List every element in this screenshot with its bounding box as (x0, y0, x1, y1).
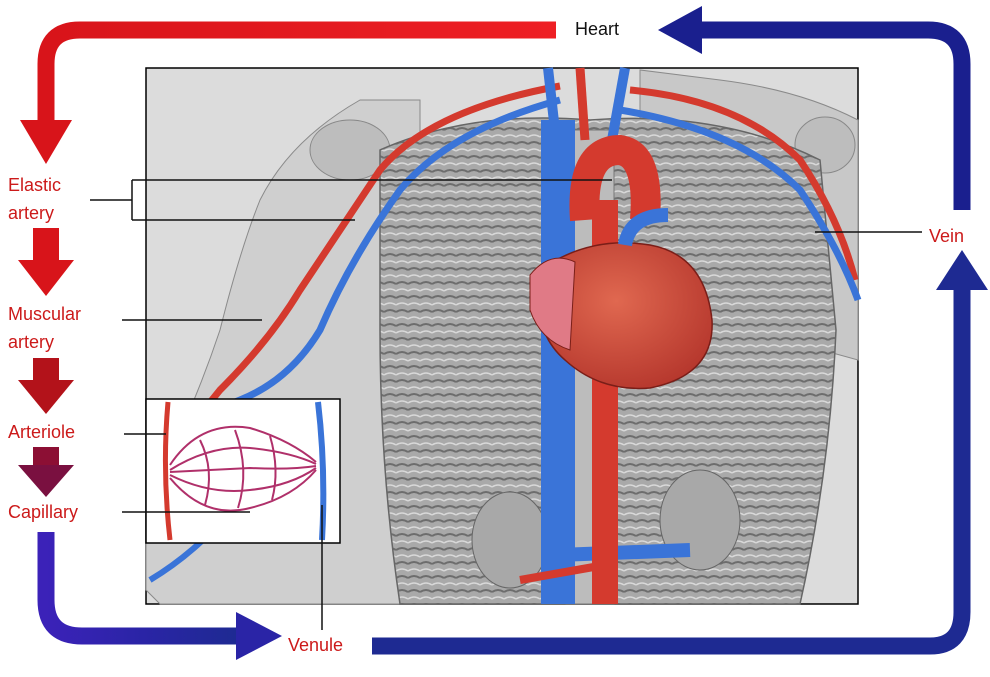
label-venule: Venule (288, 635, 344, 655)
pulmonary-trunk (618, 208, 669, 247)
carotid-artery (575, 67, 590, 141)
anatomy-illustration (145, 67, 862, 605)
label-capillary: Capillary (8, 502, 79, 522)
arrow-down-2 (18, 260, 74, 296)
arrow-down-4 (18, 465, 74, 497)
arrow-stem-3 (33, 358, 59, 382)
right-subclavian-artery (629, 86, 859, 281)
label-heart: Heart (575, 19, 620, 39)
renal-artery (519, 561, 606, 584)
right-atrium (529, 257, 576, 351)
arrow-stem-2 (33, 228, 59, 262)
venous-flow-top-right (700, 21, 971, 210)
arrow-right-venule (236, 612, 282, 660)
arrow-left-heart (658, 6, 702, 54)
leader-elastic-artery (90, 179, 612, 221)
label-arteriole: Arteriole (8, 422, 76, 442)
renal-vein (557, 543, 691, 562)
capillary-inset (145, 398, 341, 544)
arrow-down-3 (18, 380, 74, 414)
heart (537, 242, 713, 390)
label-muscular-artery: Muscular artery (8, 304, 82, 352)
flow-loop (18, 6, 988, 660)
label-elastic-artery: Elastic artery (8, 175, 62, 223)
arrow-down-1 (20, 120, 72, 164)
inset-arteriole (162, 401, 173, 541)
arrow-up-vein (936, 250, 988, 290)
aortic-arch (569, 134, 661, 222)
right-subclavian-vein (619, 106, 862, 302)
arrow-stem-4 (33, 447, 59, 467)
venous-flow-bottom-left (37, 532, 238, 645)
label-vein: Vein (929, 226, 965, 246)
capillary-network (169, 425, 317, 512)
leader-lines (90, 179, 922, 630)
venous-flow-bottom-right (372, 290, 971, 655)
jugular-vein-right (607, 67, 630, 141)
arterial-flow-top (37, 21, 556, 120)
